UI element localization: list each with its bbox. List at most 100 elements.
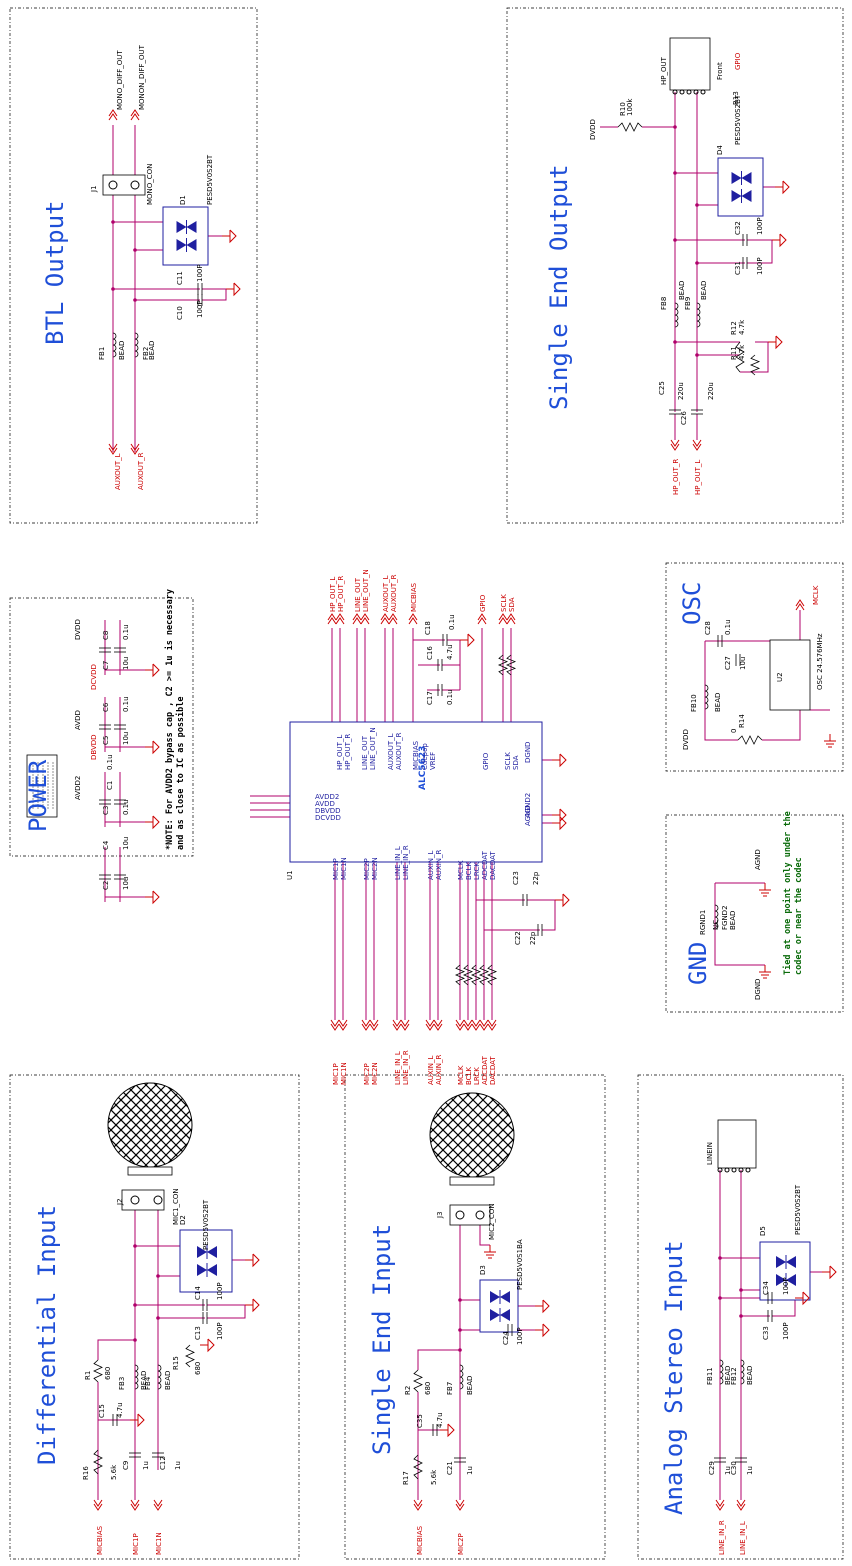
ref-fb7: FB7 bbox=[446, 1382, 454, 1395]
ref-j3: J3 bbox=[436, 1211, 444, 1219]
port-arrow bbox=[352, 613, 362, 621]
ref-c33: C33 bbox=[762, 1326, 770, 1340]
capacitor bbox=[99, 799, 111, 805]
part-value: FGND2 bbox=[721, 905, 729, 930]
junction-dot bbox=[695, 353, 699, 357]
codec-name: ALC5623 bbox=[418, 746, 428, 790]
ref-fb9: FB9 bbox=[684, 297, 692, 310]
part-value: BEAD bbox=[729, 911, 737, 930]
pin-name: LINE_IN_R bbox=[402, 845, 410, 880]
ferrite-bead-fb4 bbox=[157, 1364, 162, 1390]
capacitor bbox=[742, 257, 748, 269]
ref-r2: R2 bbox=[404, 1386, 412, 1395]
capacitor bbox=[202, 1312, 208, 1324]
pin-name: ADCDAT bbox=[481, 850, 489, 880]
ref-r12: R12 bbox=[730, 321, 738, 335]
pin-name: AVDD2 bbox=[315, 793, 339, 801]
wire bbox=[714, 883, 765, 966]
port-arrow bbox=[506, 613, 516, 621]
pin-name: DGND bbox=[524, 742, 532, 763]
part-value: 10u bbox=[739, 657, 747, 670]
connector-pin bbox=[108, 180, 118, 190]
ref-u2: U2 bbox=[776, 672, 784, 682]
capacitor-c28 bbox=[717, 635, 723, 647]
ground-symbol bbox=[552, 808, 567, 823]
ground-symbol bbox=[245, 1253, 260, 1268]
net-label: DGND bbox=[754, 979, 762, 1000]
ref-d2: D2 bbox=[179, 1215, 187, 1225]
wire bbox=[740, 341, 769, 373]
part-value: BEAD bbox=[164, 1371, 172, 1390]
junction-dot bbox=[133, 1303, 137, 1307]
pin-name: MIC1P bbox=[332, 858, 340, 880]
port-arrow bbox=[471, 1019, 481, 1027]
ref-c12: C12 bbox=[159, 1456, 167, 1470]
part-value: 100P bbox=[216, 1322, 224, 1340]
junction-dot bbox=[673, 340, 677, 344]
pin-name: AUXIN_L bbox=[427, 850, 435, 880]
part-value: Front bbox=[716, 62, 724, 80]
esd-diode-d3 bbox=[479, 1279, 519, 1333]
port-arrow bbox=[498, 617, 508, 625]
port-arrow bbox=[471, 1023, 481, 1031]
part-value: BEAD bbox=[746, 1366, 754, 1385]
ref-rgnd1: RGND1 bbox=[699, 910, 707, 935]
net-label: SDA bbox=[508, 597, 516, 612]
port-arrow bbox=[130, 1499, 140, 1507]
capacitor-c29 bbox=[714, 1457, 726, 1463]
part-value: 100P bbox=[216, 1282, 224, 1300]
ref-d5: D5 bbox=[759, 1226, 767, 1236]
port-arrow bbox=[455, 1023, 465, 1031]
capacitor-c24 bbox=[507, 1324, 513, 1336]
capacitor bbox=[114, 647, 126, 653]
part-value: 22p bbox=[529, 931, 537, 945]
net-label: AUXOUT_L bbox=[114, 453, 122, 490]
wire bbox=[747, 239, 773, 264]
gnd-note: Tied at one point only under the bbox=[782, 811, 793, 975]
part-value: 680 bbox=[424, 1382, 432, 1395]
wire bbox=[202, 288, 227, 301]
pin-name: MIC2N bbox=[371, 857, 379, 880]
ground-symbol bbox=[245, 1298, 260, 1313]
resistor bbox=[462, 964, 474, 986]
junction-dot bbox=[133, 1338, 137, 1342]
capacitor bbox=[197, 294, 203, 306]
net-label: MIC2P bbox=[457, 1533, 465, 1555]
port-arrow bbox=[479, 1023, 489, 1031]
port-arrow bbox=[455, 1019, 465, 1027]
part-value: BEAD bbox=[724, 1366, 732, 1385]
net-label: MIC2N bbox=[371, 1062, 379, 1085]
ground-symbol bbox=[145, 815, 160, 830]
ref-r11: R11 bbox=[730, 346, 738, 360]
ref-r10: R10 bbox=[619, 102, 627, 116]
port-arrow bbox=[463, 1023, 473, 1031]
part-value: 680 bbox=[104, 1367, 112, 1380]
port-arrow bbox=[692, 439, 702, 447]
ground-symbol bbox=[552, 753, 567, 768]
part-value: BEAD bbox=[466, 1376, 474, 1395]
port-arrow bbox=[361, 1019, 371, 1027]
ref-c18: C18 bbox=[424, 621, 432, 635]
port-arrow bbox=[130, 109, 140, 117]
port-arrow bbox=[338, 1019, 348, 1027]
ref-fb2: FB2 bbox=[142, 347, 150, 360]
port-arrow bbox=[400, 1023, 410, 1031]
btl-output-block bbox=[9, 7, 258, 524]
connector-pin bbox=[731, 1167, 737, 1173]
net-label: BCLK bbox=[465, 1067, 473, 1085]
net-label: MCLK bbox=[812, 585, 820, 605]
port-arrow bbox=[736, 1499, 746, 1507]
port-arrow bbox=[477, 617, 487, 625]
ground-symbol bbox=[759, 965, 771, 979]
esd-diode-d2 bbox=[179, 1229, 233, 1293]
ferrite-bead-fb7 bbox=[459, 1364, 464, 1390]
part-value: BEAD bbox=[148, 341, 156, 360]
ref-r14: R14 bbox=[738, 714, 746, 728]
ref-r16: R16 bbox=[82, 1466, 90, 1480]
wire bbox=[772, 1297, 796, 1317]
net-label: MICBIAS bbox=[96, 1525, 104, 1555]
pin-name: MICBIAS bbox=[412, 740, 420, 770]
part-value: BEAD bbox=[118, 341, 126, 360]
pin-name: MIC1N bbox=[340, 857, 348, 880]
btl-output-title: BTL Output bbox=[41, 201, 69, 346]
